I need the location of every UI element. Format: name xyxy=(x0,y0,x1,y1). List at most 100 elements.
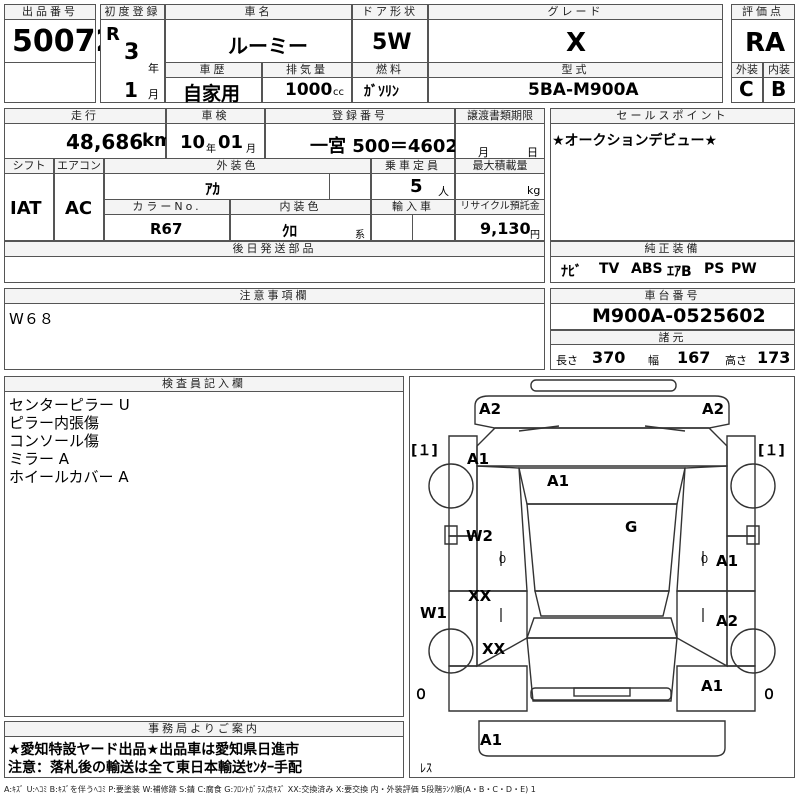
door-label: ドア形状 xyxy=(352,4,428,20)
first-reg-era: R xyxy=(106,24,120,45)
aircon-value: AC xyxy=(65,198,93,219)
later-parts-box xyxy=(4,256,545,283)
first-reg-month-unit: 月 xyxy=(148,88,159,101)
inspection-year: 10 xyxy=(180,132,206,153)
max-load-label: 最大積載量 xyxy=(455,158,545,174)
equipment-box xyxy=(550,256,795,283)
registration-value: 一宮 500＝4602 xyxy=(310,136,458,157)
later-parts-label: 後日発送部品 xyxy=(4,241,545,257)
color-no-box xyxy=(104,214,230,241)
history-box xyxy=(165,77,262,103)
model-box xyxy=(428,77,723,103)
shift-value: IAT xyxy=(10,198,42,219)
car-name-box xyxy=(165,19,352,63)
diagram-mark: A1 xyxy=(480,731,503,749)
fuel-label: 燃料 xyxy=(352,62,428,78)
mileage-unit: km xyxy=(142,130,173,151)
first-reg-year-unit: 年 xyxy=(148,62,159,75)
diagram-mark: [１] xyxy=(411,443,438,459)
inspector-line: ミラー A xyxy=(9,450,70,468)
inspector-line: ホイールカバー A xyxy=(9,468,129,486)
diagram-mark: ０ xyxy=(762,687,776,703)
score-value: RA xyxy=(745,28,786,58)
history-value: 自家用 xyxy=(183,83,241,105)
diagram-mark: XX xyxy=(482,640,506,658)
equipment-item: ﾅﾋﾞ xyxy=(561,264,582,280)
ext-grade-box xyxy=(731,77,763,103)
diagram-mark: XX xyxy=(468,587,492,605)
fuel-value: ｶﾞｿﾘﾝ xyxy=(364,84,399,100)
specs-box xyxy=(550,344,795,370)
import-box xyxy=(371,214,455,241)
int-grade-value: B xyxy=(771,77,787,101)
first-reg-box xyxy=(100,19,165,103)
equipment-item: TV xyxy=(599,261,620,277)
equipment-item: ABS xyxy=(631,261,663,277)
ext-grade-label: 外装 xyxy=(731,62,763,78)
inspector-label: 検査員記入欄 xyxy=(4,376,404,392)
ext-color-box xyxy=(104,173,371,200)
ext-grade-value: C xyxy=(739,77,754,101)
inspector-line: ピラー内張傷 xyxy=(9,414,100,432)
notes-label: 注意事項欄 xyxy=(4,288,545,304)
chassis-label: 車台番号 xyxy=(550,288,795,304)
specs-height: 173 xyxy=(757,348,791,367)
sales-point-box xyxy=(550,123,795,241)
int-grade-box xyxy=(763,77,795,103)
grade-label: グレード xyxy=(428,4,723,20)
diagram-mark: W2 xyxy=(466,527,493,545)
diagram-mark: ０ xyxy=(497,553,508,566)
capacity-unit: 人 xyxy=(438,185,449,198)
recycle-label: リサイクル預託金 xyxy=(455,199,545,215)
shift-box xyxy=(4,173,54,241)
displacement-label: 排気量 xyxy=(262,62,352,78)
displacement-value: 1000 xyxy=(285,80,333,100)
diagram-mark: G xyxy=(625,518,638,536)
capacity-box xyxy=(371,173,455,200)
diagram-mark: A1 xyxy=(701,677,724,695)
mileage-box xyxy=(4,123,166,159)
ext-color-label: 外装色 xyxy=(104,158,371,174)
notes-box xyxy=(4,303,545,370)
aircon-label: エアコン xyxy=(54,158,104,174)
registration-label: 登録番号 xyxy=(265,108,455,124)
max-load-box xyxy=(455,173,545,200)
inspection-month: 01 xyxy=(218,132,244,153)
sales-point-label: セールスポイント xyxy=(550,108,795,124)
inspector-line: コンソール傷 xyxy=(9,432,100,450)
specs-width-label: 幅 xyxy=(648,354,659,367)
history-label: 車歴 xyxy=(165,62,262,78)
diagram-mark: W1 xyxy=(420,604,447,622)
displacement-box xyxy=(262,77,352,103)
first-reg-month: 1 xyxy=(124,78,138,102)
transfer-label: 譲渡書類期限 xyxy=(455,108,545,124)
capacity-value: 5 xyxy=(410,176,423,197)
car-diagram xyxy=(428,379,776,757)
int-grade-label: 内装 xyxy=(763,62,795,78)
transfer-day-unit: 日 xyxy=(527,146,538,159)
legend-text: A:ｷｽﾞ U:ﾍｺﾐ B:ｷｽﾞを伴うﾍｺﾐ P:要塗装 W:補修跡 S:錆 … xyxy=(4,785,536,794)
specs-length-label: 長さ xyxy=(556,354,578,367)
model-label: 型式 xyxy=(428,62,723,78)
int-color-label: 内装色 xyxy=(230,199,371,215)
ext-color-value: ｱｶ xyxy=(205,180,221,198)
office-label: 事務局よりご案内 xyxy=(4,721,404,737)
sales-point-value: ★オークションデビュー★ xyxy=(552,133,718,149)
shift-label: シフト xyxy=(4,158,54,174)
transfer-month-unit: 月 xyxy=(478,146,489,159)
lot-label: 出品番号 xyxy=(4,4,96,20)
specs-length: 370 xyxy=(592,348,626,367)
max-load-unit: kg xyxy=(527,184,541,197)
office-box xyxy=(4,736,404,778)
lot-blank xyxy=(4,62,96,103)
inspection-month-unit: 月 xyxy=(246,144,256,155)
diagram-mark: A1 xyxy=(547,472,570,490)
int-color-unit: 系 xyxy=(355,230,365,241)
specs-label: 諸元 xyxy=(550,330,795,345)
recycle-unit: 円 xyxy=(530,230,540,241)
model-value: 5BA-M900A xyxy=(528,80,639,100)
aircon-box xyxy=(54,173,104,241)
color-no-label: カラーNo. xyxy=(104,199,230,215)
score-box xyxy=(731,19,795,63)
diagram-mark: ０ xyxy=(699,553,710,566)
